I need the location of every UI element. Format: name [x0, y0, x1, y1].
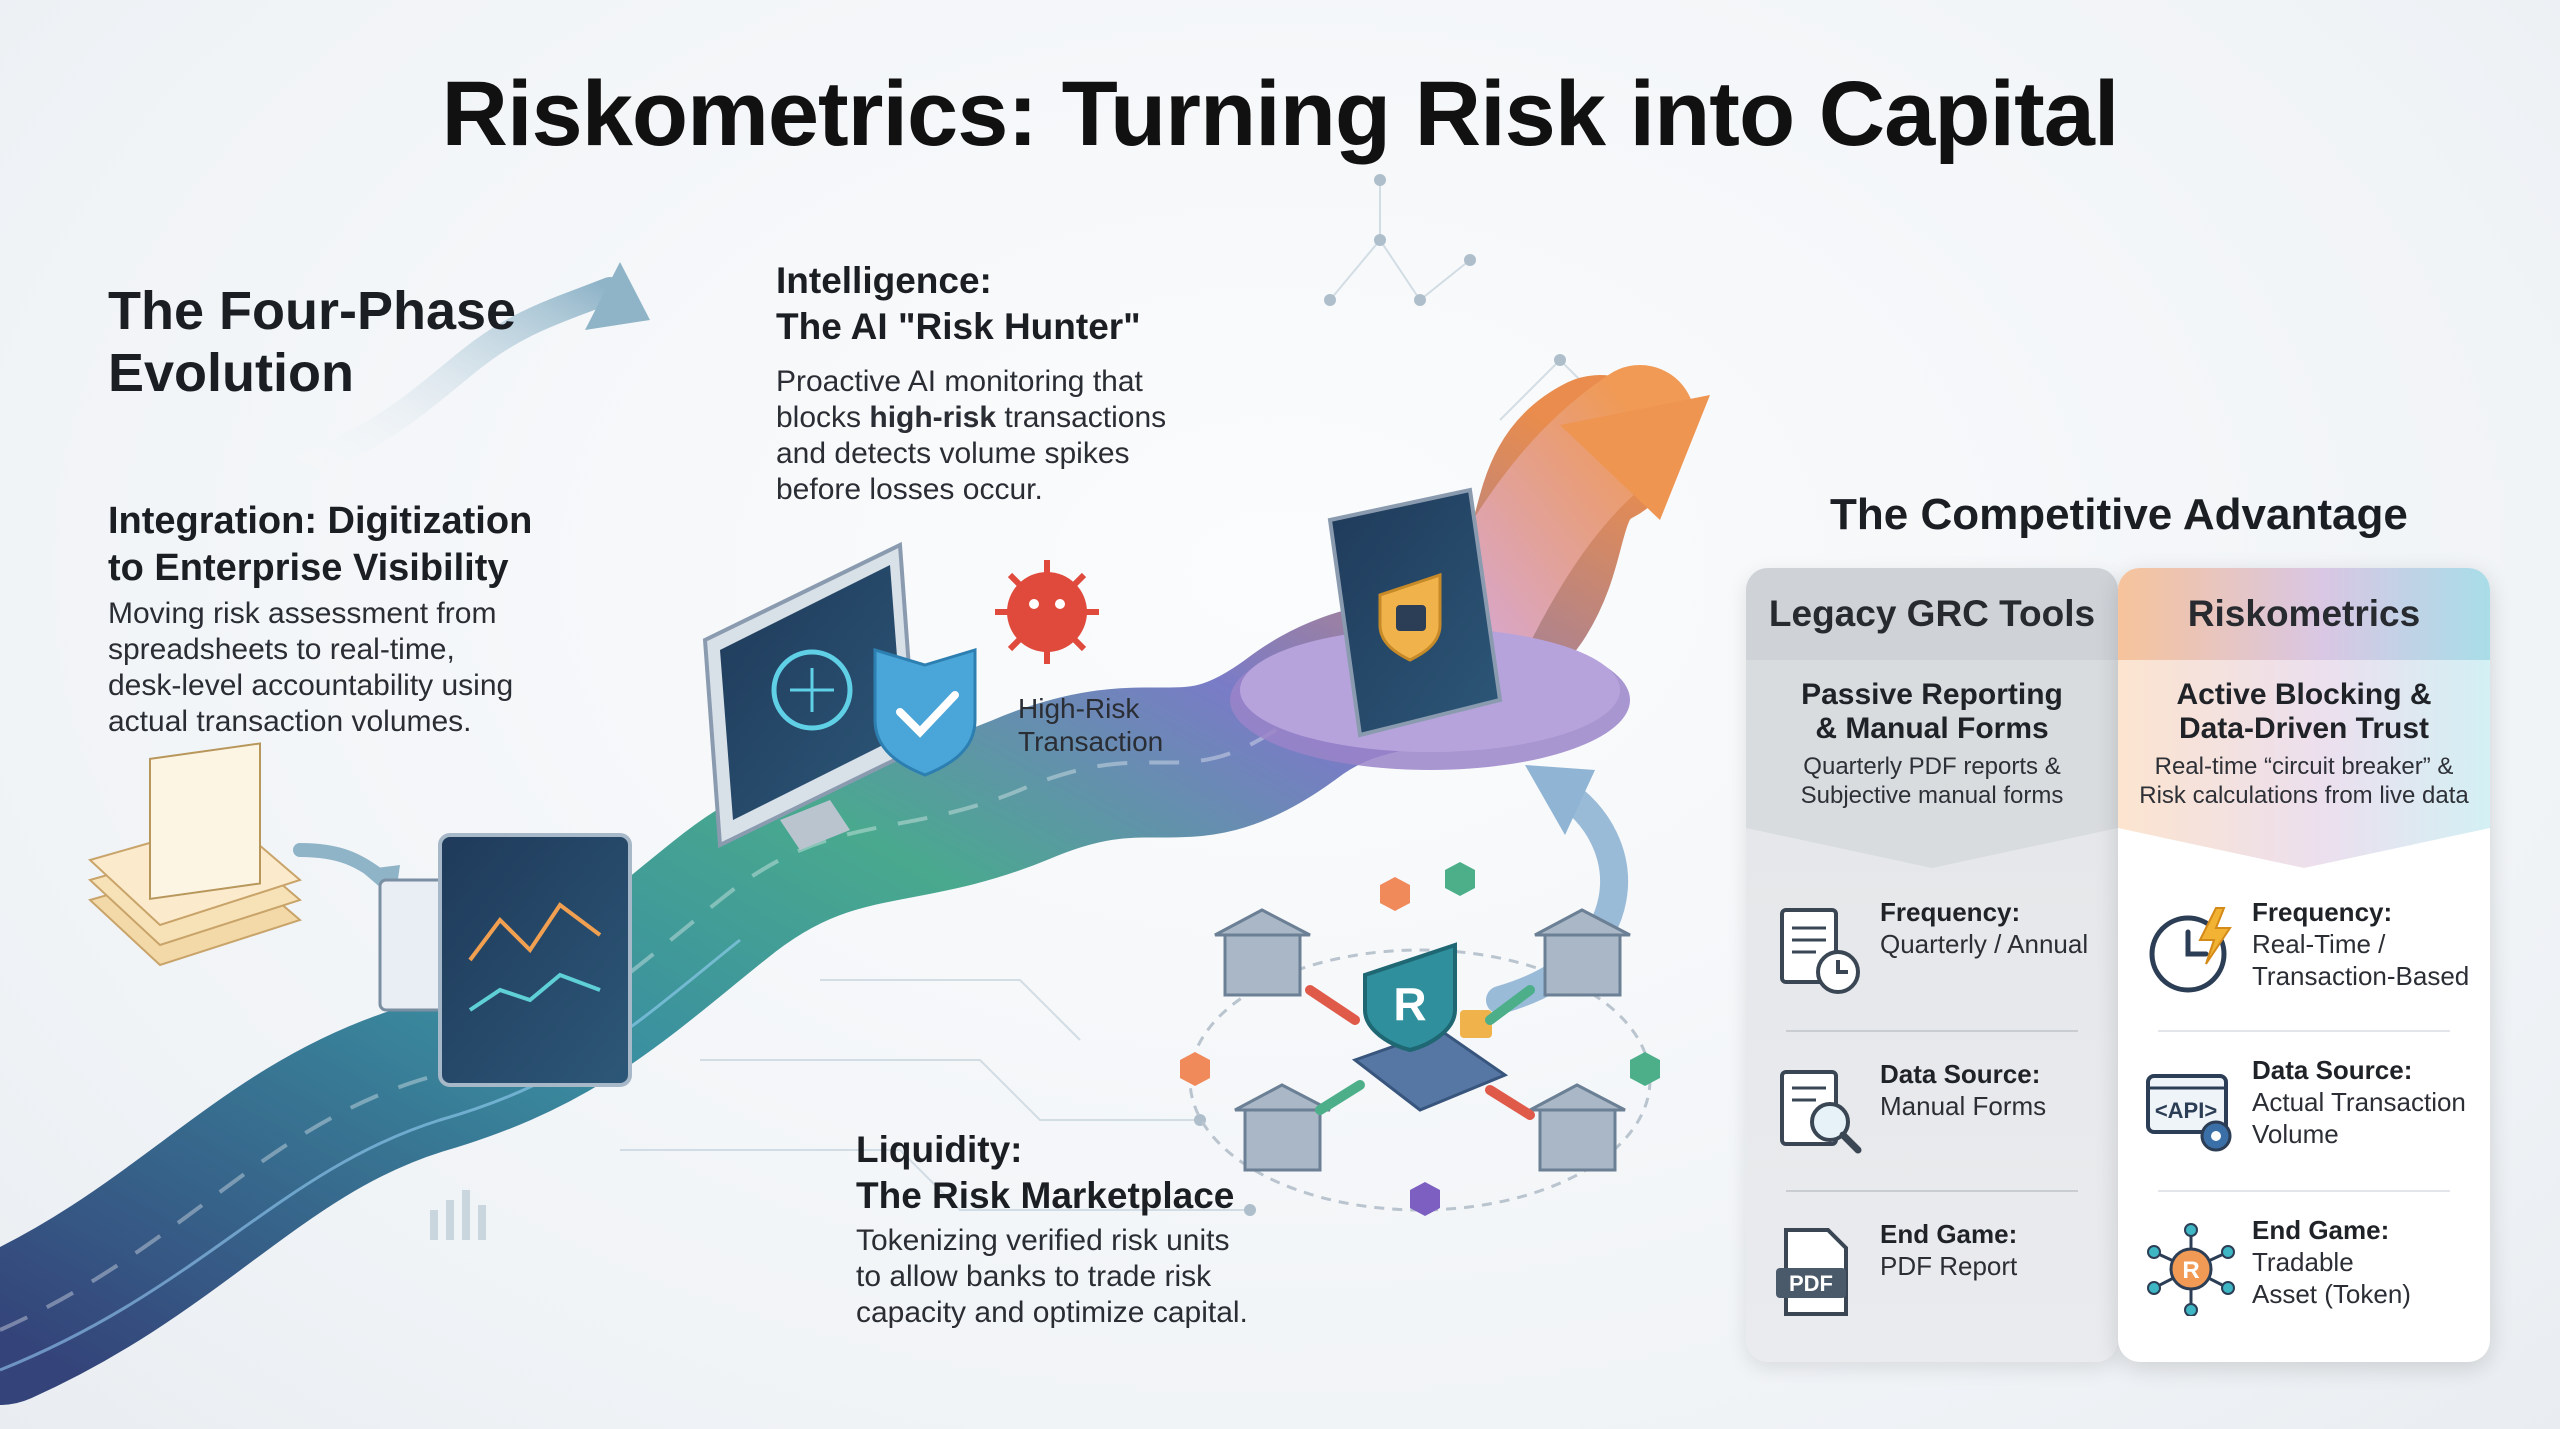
intelligence-body-line2-post: transactions: [996, 401, 1167, 434]
virus-label: High-Risk Transaction: [1018, 692, 1163, 758]
riskometrics-row-label: Data Source:: [2252, 1055, 2413, 1085]
legacy-row-label: Frequency:: [1880, 897, 2021, 927]
pdf-glyph: PDF: [1789, 1271, 1833, 1296]
intelligence-body-line4: before losses occur.: [776, 473, 1043, 506]
token-network-icon: R: [2147, 1223, 2235, 1316]
integration-heading-line1: Integration: Digitization: [108, 500, 533, 542]
riskometrics-row-value-line1: Actual Transaction: [2252, 1087, 2466, 1117]
phases-heading: The Four-Phase Evolution: [108, 280, 538, 404]
virus-label-line1: High-Risk: [1018, 693, 1140, 724]
api-gear-icon: <API>: [2146, 1074, 2232, 1152]
virus-icon: [995, 560, 1099, 664]
api-glyph: <API>: [2155, 1098, 2217, 1123]
riskometrics-sub-title-line2: Data-Driven Trust: [2178, 712, 2430, 745]
intelligence-block: Intelligence: The AI "Risk Hunter" Proac…: [776, 258, 1166, 508]
riskometrics-row-data-source: <API> Data Source: Actual Transaction Vo…: [2118, 1044, 2490, 1184]
riskometrics-sub-desc-line2: Risk calculations from live data: [2139, 782, 2469, 809]
legacy-sub-desc-line2: Subjective manual forms: [1800, 782, 2064, 809]
legacy-sub-title-line2: & Manual Forms: [1815, 712, 2049, 745]
divider: [2158, 1190, 2450, 1192]
integration-body-line3: desk-level accountability using: [108, 669, 514, 702]
token-glyph: R: [2182, 1257, 2199, 1284]
riskometrics-sub-desc-line1: Real-time “circuit breaker” &: [2154, 753, 2454, 780]
riskometrics-row-label: Frequency:: [2252, 897, 2393, 927]
magnifier-form-icon: [1780, 1070, 1862, 1154]
locked-terminal-icon: [1327, 487, 1503, 738]
legacy-summary: Passive Reporting & Manual Forms Quarter…: [1746, 660, 2118, 828]
liquidity-heading-line1: Liquidity:: [856, 1129, 1023, 1170]
liquidity-body-line1: Tokenizing verified risk units: [856, 1224, 1230, 1257]
dashboard-screen-icon: [378, 833, 632, 1087]
divider: [1786, 1190, 2078, 1192]
liquidity-body-line3: capacity and optimize capital.: [856, 1296, 1248, 1329]
ai-monitor-icon: [702, 541, 918, 850]
intelligence-body-line2: blocks high-risk transactions: [776, 400, 1166, 436]
riskometrics-row-frequency: Frequency: Real-Time / Transaction-Based: [2118, 886, 2490, 1026]
legacy-row-label: End Game:: [1880, 1219, 2018, 1249]
riskometrics-summary: Active Blocking & Data-Driven Trust Real…: [2118, 660, 2490, 828]
shield-check-icon: [873, 647, 977, 777]
legacy-row-end-game: PDF End Game: PDF Report: [1746, 1208, 2118, 1348]
intelligence-body-line1: Proactive AI monitoring that: [776, 365, 1143, 398]
token-glyph: R: [1393, 978, 1426, 1030]
intelligence-heading-line2: The AI "Risk Hunter": [776, 306, 1141, 347]
liquidity-heading-line2: The Risk Marketplace: [856, 1175, 1235, 1216]
intelligence-heading-line1: Intelligence:: [776, 260, 992, 301]
riskometrics-row-value-line1: Tradable: [2252, 1247, 2354, 1277]
riskometrics-header: Riskometrics: [2118, 568, 2490, 660]
legacy-row-value: Quarterly / Annual: [1880, 929, 2089, 959]
integration-block: Integration: Digitization to Enterprise …: [108, 498, 532, 740]
riskometrics-row-value-line2: Asset (Token): [2252, 1279, 2411, 1309]
riskometrics-row-value-line2: Volume: [2252, 1119, 2339, 1149]
integration-body-line4: actual transaction volumes.: [108, 705, 472, 738]
legacy-row-data-source: Data Source: Manual Forms: [1746, 1048, 2118, 1188]
lightning-clock-icon: [2149, 907, 2232, 993]
intelligence-body-line2-bold: high-risk: [869, 401, 997, 434]
riskometrics-column: Riskometrics Active Blocking & Data-Driv…: [2118, 568, 2490, 1362]
riskometrics-row-end-game: R End Game: Tradable Asset (Token): [2118, 1204, 2490, 1344]
riskometrics-sub-title-line1: Active Blocking &: [2176, 678, 2432, 711]
phases-heading-text: The Four-Phase Evolution: [108, 281, 517, 403]
legacy-row-label: Data Source:: [1880, 1059, 2041, 1089]
divider: [2158, 1030, 2450, 1032]
legacy-column: Legacy GRC Tools Passive Reporting & Man…: [1746, 568, 2118, 1362]
intelligence-body-line3: and detects volume spikes: [776, 437, 1130, 470]
divider: [1786, 1030, 2078, 1032]
integration-body-line1: Moving risk assessment from: [108, 597, 497, 630]
riskometrics-row-value-line2: Transaction-Based: [2252, 961, 2470, 991]
marketplace-diagram: R: [1180, 862, 1660, 1216]
integration-heading-line2: to Enterprise Visibility: [108, 547, 509, 589]
riskometrics-row-value-line1: Real-Time /: [2252, 929, 2386, 959]
calendar-document-icon: [1780, 908, 1860, 994]
intelligence-body-line2-pre: blocks: [776, 401, 870, 434]
pdf-file-icon: PDF: [1776, 1228, 1848, 1316]
legacy-row-frequency: Frequency: Quarterly / Annual: [1746, 886, 2118, 1026]
page-title: Riskometrics: Turning Risk into Capital: [441, 63, 2120, 165]
legacy-sub-desc-line1: Quarterly PDF reports &: [1803, 753, 2061, 780]
liquidity-block: Liquidity: The Risk Marketplace Tokenizi…: [856, 1127, 1248, 1331]
virus-label-line2: Transaction: [1018, 726, 1164, 757]
riskometrics-row-label: End Game:: [2252, 1215, 2390, 1245]
integration-body-line2: spreadsheets to real-time,: [108, 633, 455, 666]
competitive-title: The Competitive Advantage: [1830, 490, 2408, 539]
legacy-row-value: Manual Forms: [1880, 1091, 2047, 1121]
legacy-sub-title-line1: Passive Reporting: [1801, 678, 2063, 711]
legacy-row-value: PDF Report: [1880, 1251, 2018, 1281]
legacy-header: Legacy GRC Tools: [1746, 568, 2118, 660]
spreadsheet-stack-icon: [88, 742, 303, 967]
liquidity-body-line2: to allow banks to trade risk: [856, 1260, 1212, 1293]
